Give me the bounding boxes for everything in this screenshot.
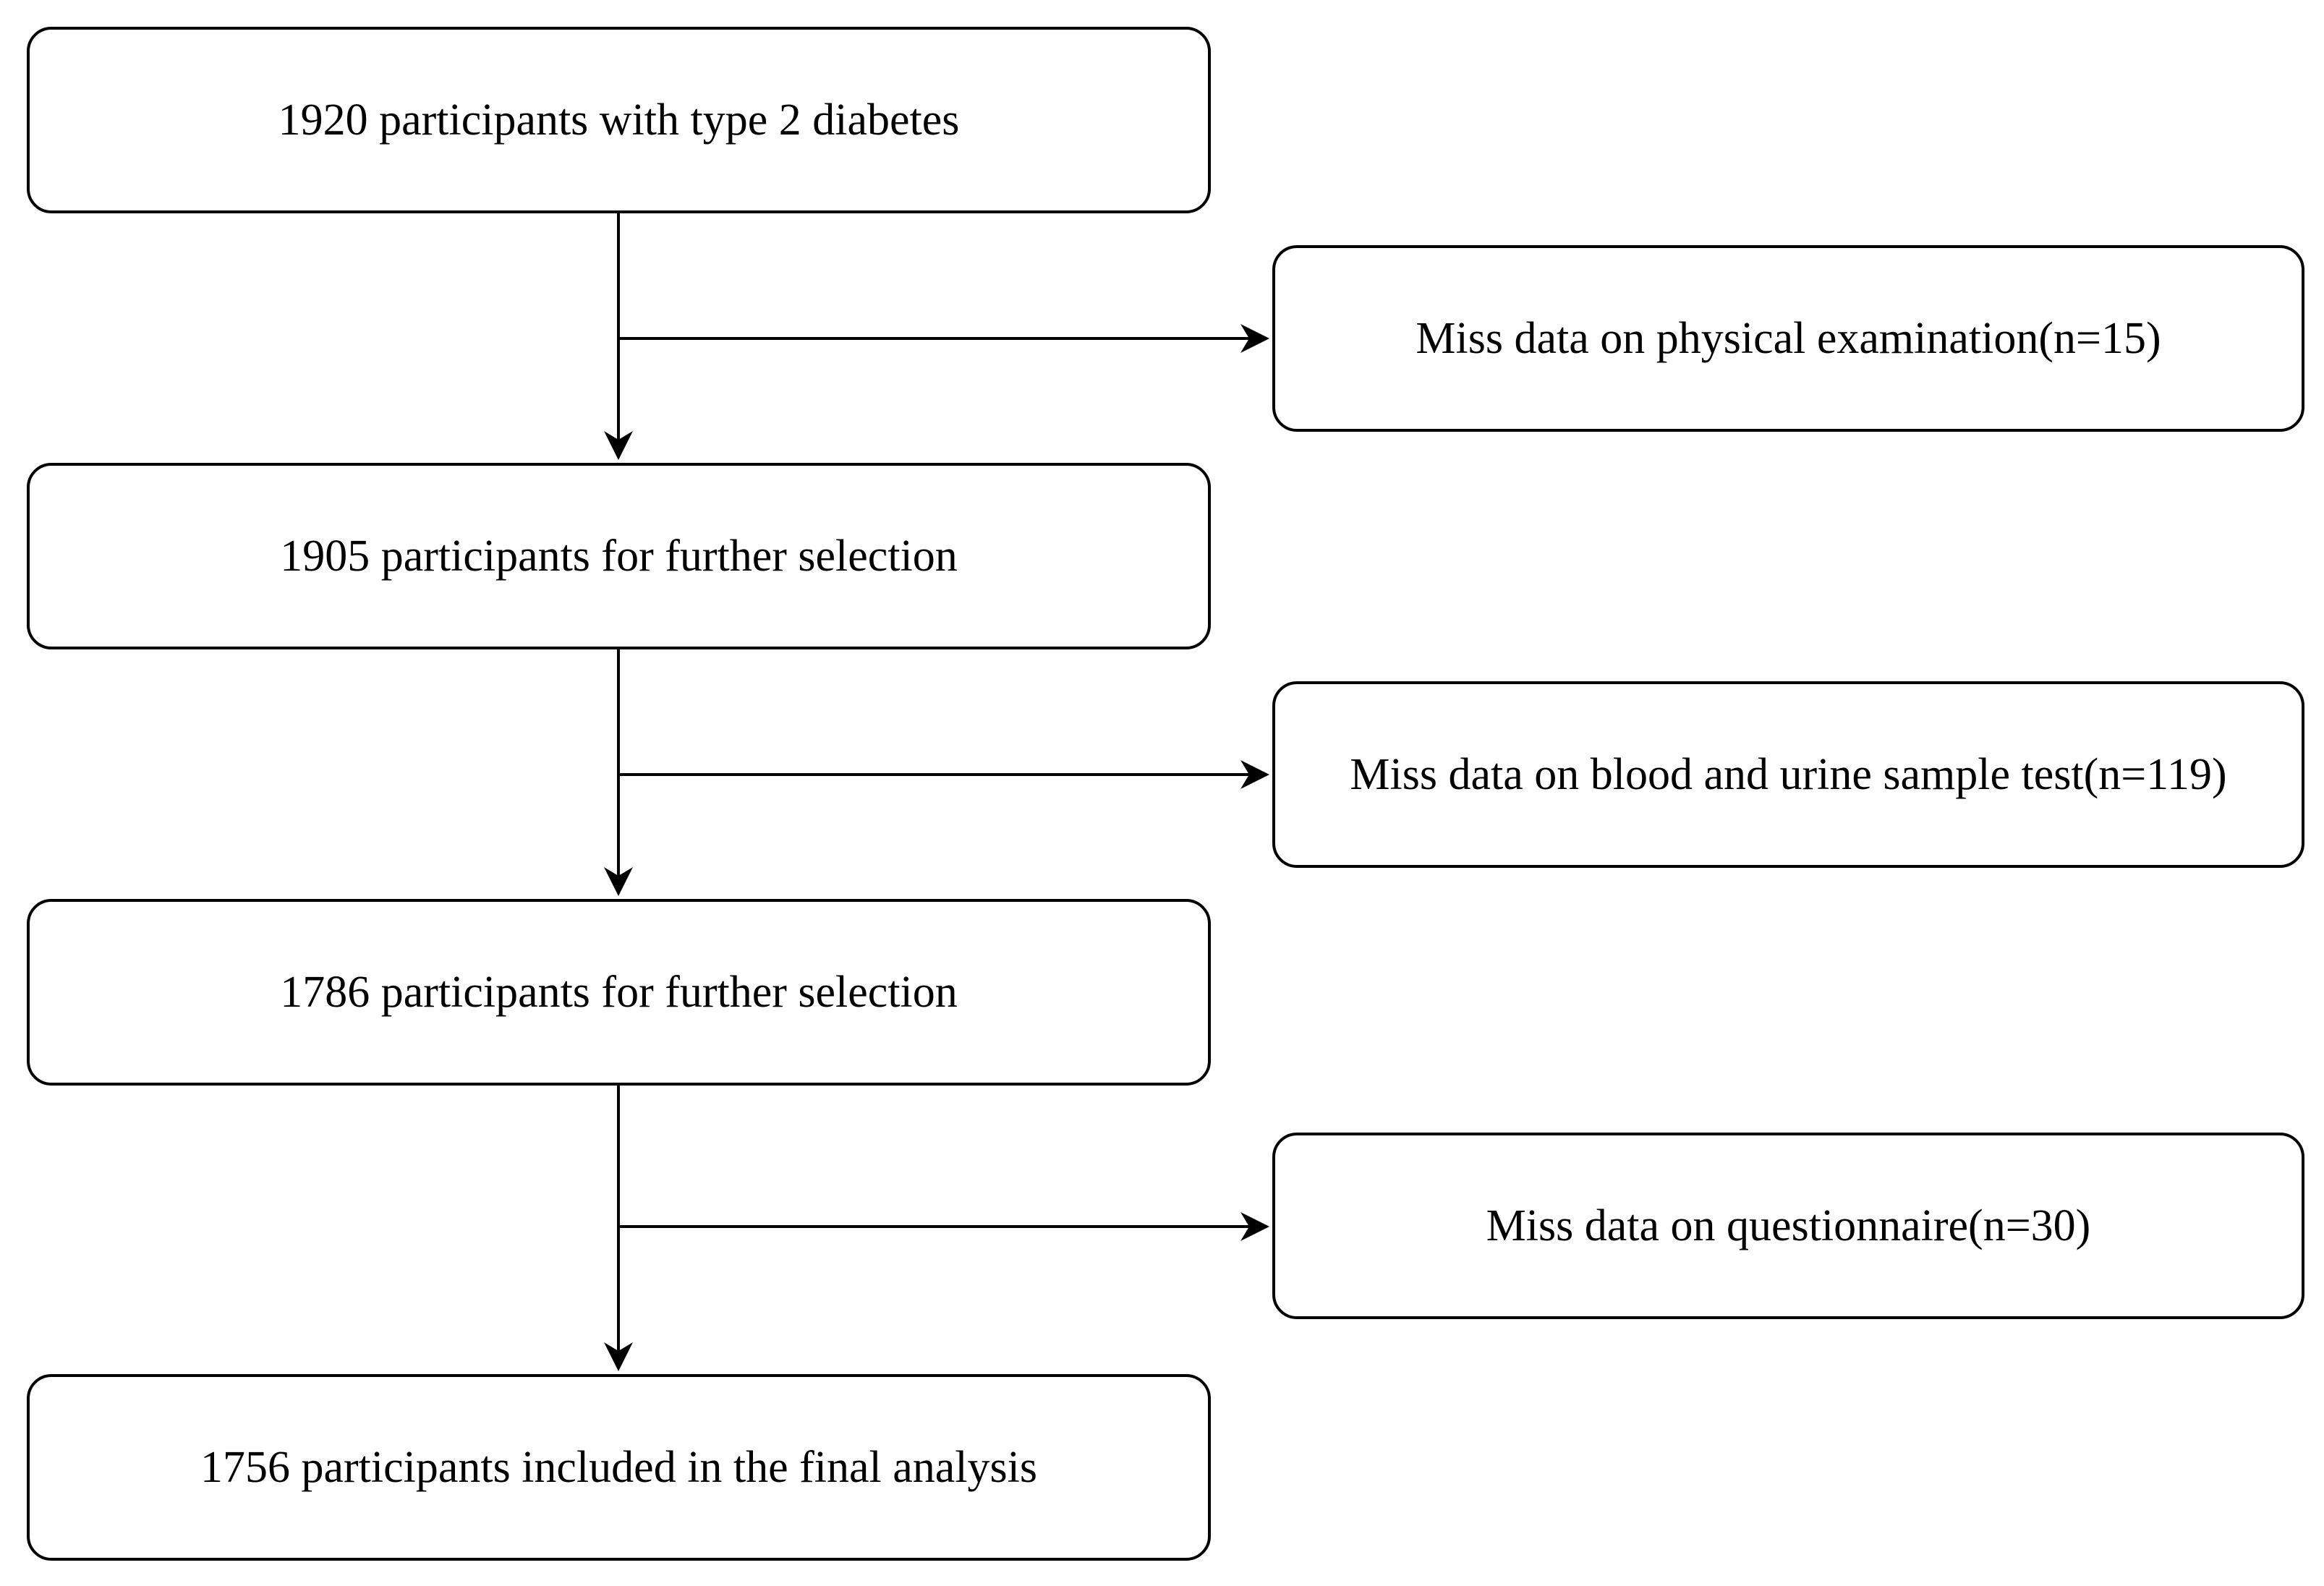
- step-label: 1920 participants with type 2 diabetes: [278, 95, 960, 145]
- exclusion-box-blood-urine: Miss data on blood and urine sample test…: [1272, 681, 2304, 868]
- step-box-after-sample-exclusion: 1786 participants for further selection: [27, 899, 1211, 1086]
- step-box-initial-cohort: 1920 participants with type 2 diabetes: [27, 27, 1211, 213]
- exclusion-label: Miss data on physical examination(n=15): [1416, 313, 2161, 363]
- step-label: 1786 participants for further selection: [280, 967, 958, 1017]
- exclusion-box-physical-exam: Miss data on physical examination(n=15): [1272, 245, 2304, 432]
- step-box-after-exam-exclusion: 1905 participants for further selection: [27, 463, 1211, 649]
- exclusion-box-questionnaire: Miss data on questionnaire(n=30): [1272, 1133, 2304, 1319]
- step-box-final-analysis: 1756 participants included in the final …: [27, 1374, 1211, 1561]
- step-label: 1756 participants included in the final …: [200, 1442, 1038, 1492]
- exclusion-label: Miss data on questionnaire(n=30): [1486, 1201, 2091, 1250]
- step-label: 1905 participants for further selection: [280, 531, 958, 581]
- exclusion-label: Miss data on blood and urine sample test…: [1350, 749, 2227, 799]
